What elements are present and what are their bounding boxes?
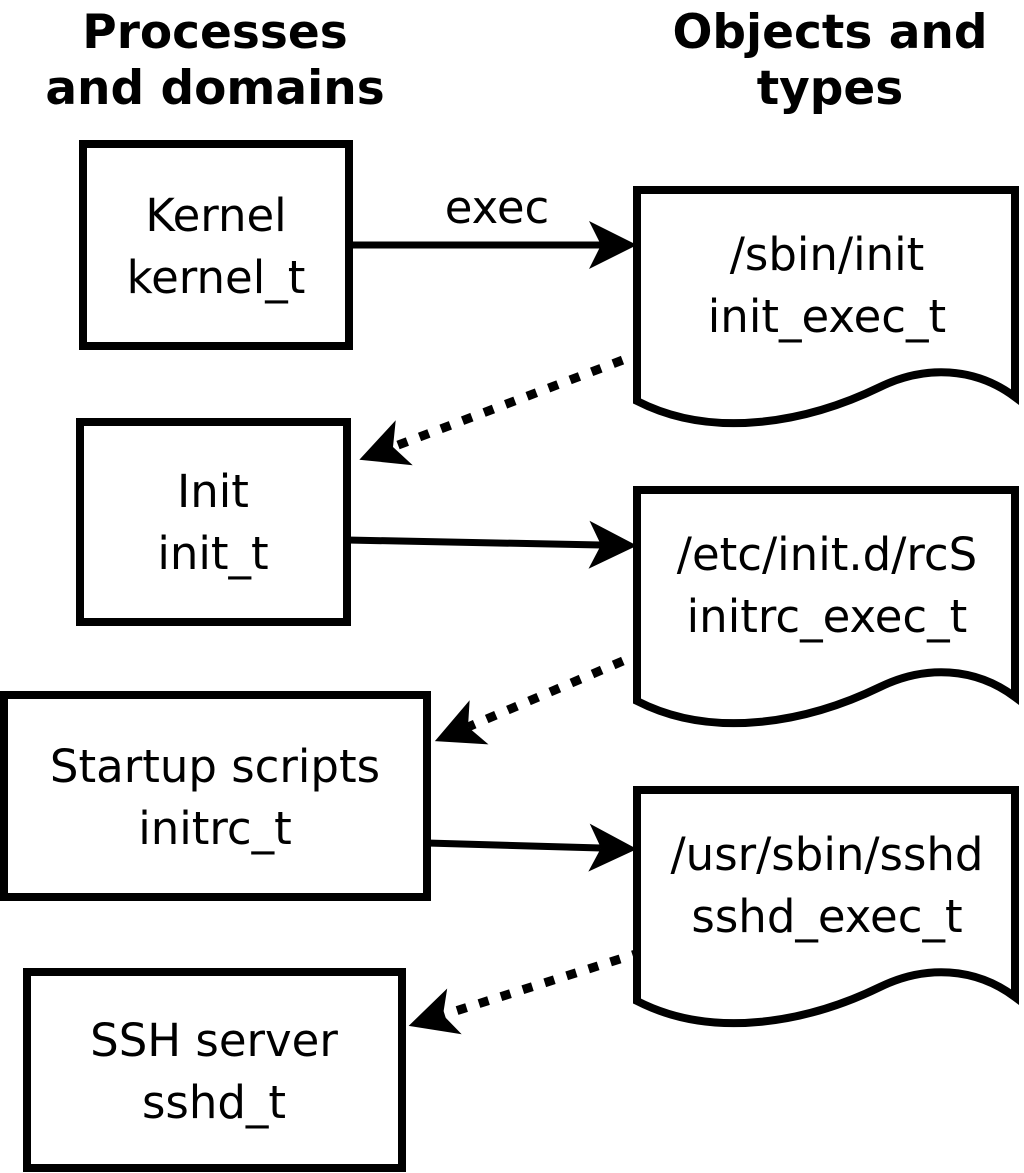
process-node-startup-scripts: Startup scripts initrc_t xyxy=(0,691,431,901)
sshd-label: /usr/sbin/sshd xyxy=(671,828,984,881)
object-node-sbin-init: /sbin/init init_exec_t xyxy=(633,186,1019,428)
process-node-ssh-server: SSH server sshd_t xyxy=(23,968,406,1172)
object-node-rcs: /etc/init.d/rcS initrc_exec_t xyxy=(633,486,1019,728)
sshd-document xyxy=(633,786,1019,1028)
startup-scripts-box xyxy=(0,691,431,901)
process-node-kernel: Kernel kernel_t xyxy=(79,140,353,350)
kernel-label: Kernel xyxy=(145,189,286,242)
sbin-init-document xyxy=(633,186,1019,428)
object-node-usr-sbin-sshd: /usr/sbin/sshd sshd_exec_t xyxy=(633,786,1019,1028)
startup-scripts-label: Startup scripts xyxy=(50,740,380,793)
left-column-header-line1: Processes xyxy=(82,5,347,60)
solid-arrow-init-to-rcs xyxy=(346,520,637,569)
sshd-type: sshd_exec_t xyxy=(691,890,962,943)
dotted-arrow-rcs-to-initrc xyxy=(434,647,646,745)
sbin-init-label: /sbin/init xyxy=(730,228,925,281)
rcs-document xyxy=(633,486,1019,728)
startup-scripts-domain: initrc_t xyxy=(138,802,292,855)
process-node-init: Init init_t xyxy=(76,418,351,626)
init-domain: init_t xyxy=(157,527,268,580)
left-column-header-line2: and domains xyxy=(45,61,384,116)
ssh-server-domain: sshd_t xyxy=(142,1076,286,1129)
right-column-header-line2: types xyxy=(757,61,904,116)
exec-edge-label: exec xyxy=(445,181,550,234)
sbin-init-type: init_exec_t xyxy=(708,290,946,343)
rcs-type: initrc_exec_t xyxy=(687,590,968,643)
rcs-label: /etc/init.d/rcS xyxy=(677,528,977,581)
ssh-server-label: SSH server xyxy=(90,1014,338,1067)
kernel-domain: kernel_t xyxy=(127,251,306,304)
kernel-box xyxy=(79,140,353,350)
right-column-header-line1: Objects and xyxy=(672,5,987,60)
solid-arrow-initrc-to-sshd xyxy=(426,823,637,872)
init-box xyxy=(76,418,351,626)
ssh-server-box xyxy=(23,968,406,1172)
init-label: Init xyxy=(177,465,249,518)
